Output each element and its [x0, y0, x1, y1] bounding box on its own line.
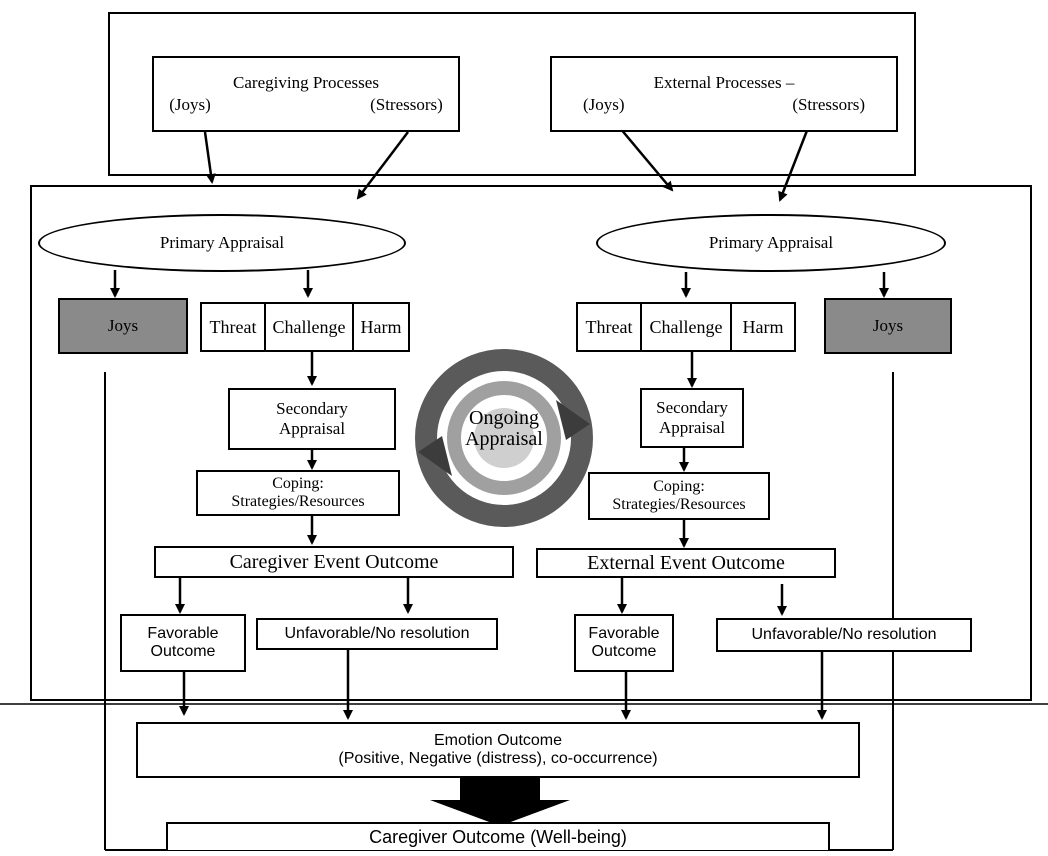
ongoing-label: Ongoing [469, 407, 539, 429]
left-favorable-line2: Outcome [150, 643, 216, 660]
emotion-outcome-title: Emotion Outcome [433, 731, 563, 749]
left-threat-box: Threat [200, 302, 266, 352]
external-event-outcome-label: External Event Outcome [587, 551, 785, 574]
right-favorable-line2: Outcome [591, 643, 657, 660]
external-processes-title: External Processes – [653, 73, 795, 93]
left-primary-appraisal: Primary Appraisal [38, 214, 406, 272]
big-down-arrow [430, 778, 570, 826]
left-challenge-label: Challenge [272, 316, 346, 337]
left-challenge-box: Challenge [264, 302, 354, 352]
left-unfavorable-outcome: Unfavorable/No resolution [256, 618, 498, 650]
right-joys-label: Joys [872, 316, 904, 336]
left-coping-line1: Coping: [272, 474, 324, 492]
arrow-ext-stressors [778, 127, 810, 202]
left-unfavorable-label: Unfavorable/No resolution [284, 624, 470, 642]
left-primary-appraisal-label: Primary Appraisal [159, 233, 285, 252]
arrow-cg-joys [203, 131, 216, 184]
left-joys-box: Joys [58, 298, 188, 354]
right-primary-appraisal: Primary Appraisal [596, 214, 946, 272]
caregiver-outcome-box: Caregiver Outcome (Well-being) [166, 822, 830, 850]
left-joys-label: Joys [107, 316, 139, 336]
external-stressors-label: (Stressors) [792, 95, 866, 114]
right-unfavorable-outcome: Unfavorable/No resolution [716, 618, 972, 652]
left-coping-box: Coping: Strategies/Resources [196, 470, 400, 516]
external-processes-box: External Processes – (Joys) (Stressors) [550, 56, 898, 132]
process-frame [108, 12, 916, 176]
right-secondary-line1: Secondary [656, 398, 728, 418]
emotion-outcome-subtitle: (Positive, Negative (distress), co-occur… [338, 750, 658, 767]
caregiver-event-outcome: Caregiver Event Outcome [154, 546, 514, 578]
caregiving-stressors-label: (Stressors) [370, 95, 443, 114]
left-coping-line2: Strategies/Resources [231, 493, 365, 510]
right-secondary-line2: Appraisal [658, 418, 726, 437]
caregiving-processes-title: Caregiving Processes [233, 73, 379, 93]
right-threat-box: Threat [576, 302, 642, 352]
caregiver-event-outcome-label: Caregiver Event Outcome [229, 550, 439, 573]
right-unfavorable-label: Unfavorable/No resolution [751, 625, 937, 643]
appraisal-label: Appraisal [465, 428, 543, 450]
right-favorable-line1: Favorable [588, 624, 660, 642]
emotion-outcome-box: Emotion Outcome (Positive, Negative (dis… [136, 722, 860, 778]
right-primary-appraisal-label: Primary Appraisal [708, 233, 834, 252]
left-threat-label: Threat [209, 316, 257, 337]
left-secondary-line2: Appraisal [278, 419, 346, 438]
caregiver-outcome-label: Caregiver Outcome (Well-being) [369, 826, 627, 847]
right-challenge-box: Challenge [640, 302, 732, 352]
arrow-ext-joys [619, 127, 674, 192]
cycle-icon [415, 349, 593, 527]
caregiving-joys-label: (Joys) [169, 95, 211, 114]
arrow-cg-stressors [356, 131, 409, 200]
right-coping-line2: Strategies/Resources [612, 496, 746, 513]
right-secondary-appraisal: Secondary Appraisal [640, 388, 744, 448]
right-coping-line1: Coping: [653, 477, 705, 495]
left-secondary-line1: Secondary [276, 399, 348, 419]
right-harm-box: Harm [730, 302, 796, 352]
left-secondary-appraisal: Secondary Appraisal [228, 388, 396, 450]
ongoing-appraisal-cycle: Ongoing Appraisal [406, 340, 602, 536]
left-harm-label: Harm [360, 316, 402, 337]
right-favorable-outcome: Favorable Outcome [574, 614, 674, 672]
caregiving-processes-box: Caregiving Processes (Joys) (Stressors) [152, 56, 460, 132]
right-challenge-label: Challenge [649, 316, 723, 337]
left-harm-box: Harm [352, 302, 410, 352]
external-event-outcome: External Event Outcome [536, 548, 836, 578]
right-coping-box: Coping: Strategies/Resources [588, 472, 770, 520]
left-favorable-outcome: Favorable Outcome [120, 614, 246, 672]
right-threat-label: Threat [585, 316, 633, 337]
external-joys-label: (Joys) [582, 95, 625, 114]
left-favorable-line1: Favorable [147, 624, 219, 642]
right-joys-box: Joys [824, 298, 952, 354]
right-harm-label: Harm [742, 316, 784, 337]
appraisal-frame [30, 185, 1032, 701]
